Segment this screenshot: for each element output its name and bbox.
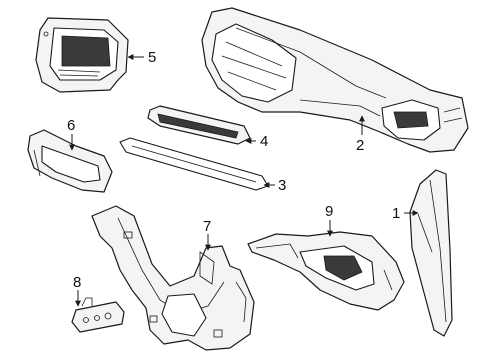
console-bracket-part	[91, 205, 255, 351]
console-tray-part	[247, 231, 405, 311]
callout-2: 2	[356, 137, 364, 154]
callout-5: 5	[148, 49, 156, 66]
callout-8: 8	[73, 274, 81, 291]
cluster-bezel-part	[27, 129, 113, 193]
callout-labels: 5 2 4 3 6 1 7 8 9	[67, 49, 400, 291]
callout-4: 4	[260, 133, 268, 150]
callout-leaders	[69, 54, 419, 307]
callout-3: 3	[278, 177, 286, 194]
callout-7: 7	[203, 218, 211, 235]
switch-bezel-part	[71, 297, 125, 333]
display-bezel-part	[35, 17, 129, 93]
lower-trim-strip-part	[119, 137, 269, 191]
instrument-panel-part	[201, 7, 469, 153]
callout-6: 6	[67, 117, 75, 134]
callout-1: 1	[392, 205, 400, 222]
side-trim-panel-part	[409, 169, 453, 337]
callout-9: 9	[325, 203, 333, 220]
upper-trim-strip-part	[147, 105, 251, 145]
